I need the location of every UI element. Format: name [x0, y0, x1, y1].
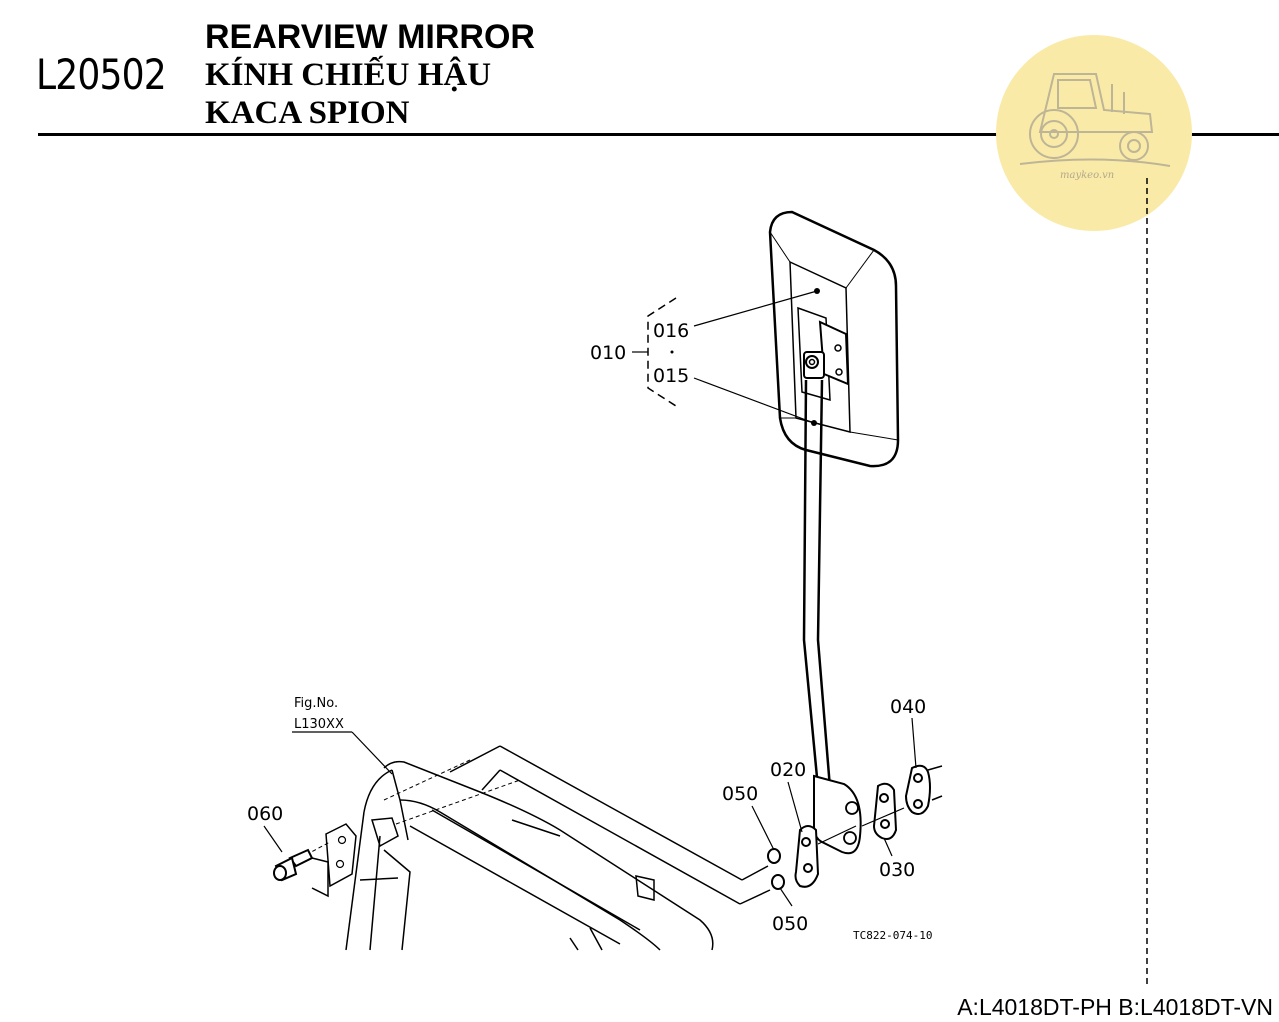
callout-060: 060: [247, 803, 283, 825]
callout-015: 015: [653, 365, 689, 387]
title-indonesian: KACA SPION: [205, 95, 410, 131]
callout-040: 040: [890, 696, 926, 718]
fig-ref-number: L130XX: [294, 717, 344, 732]
plate-030: [872, 782, 898, 840]
tractor-icon: [1019, 73, 1171, 167]
mirror-assembly: [768, 210, 900, 855]
title-english: REARVIEW MIRROR: [205, 18, 535, 56]
callout-050-upper: 050: [722, 783, 758, 805]
model-variants: A:L4018DT-PH B:L4018DT-VN: [957, 994, 1273, 1020]
watermark-text: maykeo.vn: [1060, 170, 1114, 181]
rops-frame: [311, 745, 771, 951]
leader-016: [693, 290, 818, 327]
leader-015: [693, 377, 815, 424]
callout-020: 020: [770, 759, 806, 781]
drawing-code: TC822-074-10: [853, 929, 932, 942]
bolt-060: [273, 848, 314, 882]
spacer-050b: [771, 874, 785, 890]
plate-040: [904, 764, 931, 815]
fig-ref-leader: [351, 731, 393, 775]
lower-leaders: [263, 717, 917, 907]
watermark-logo: maykeo.vn: [996, 35, 1192, 231]
group-dot: [670, 350, 674, 354]
callout-016: 016: [653, 320, 689, 342]
fig-ref-label: Fig.No.: [294, 696, 338, 711]
header-rule: [38, 133, 1279, 136]
title-vietnamese: KÍNH CHIẾU HẬU: [205, 57, 492, 93]
page-code: L20502: [36, 50, 167, 99]
mounting-hardware: [767, 764, 943, 890]
callout-050-lower: 050: [772, 913, 808, 935]
spacer-050a: [767, 848, 781, 864]
callout-030: 030: [879, 859, 915, 881]
plate-020: [794, 825, 820, 888]
callout-010: 010: [590, 342, 626, 364]
